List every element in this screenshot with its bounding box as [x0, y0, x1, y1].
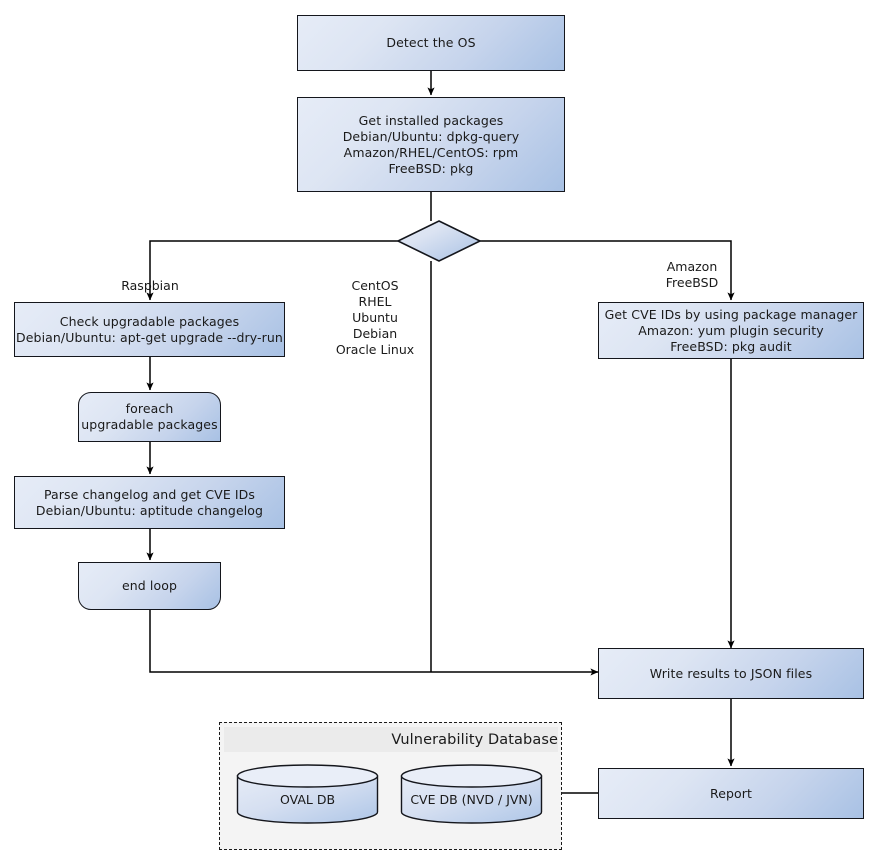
node-write-results-label: Write results to JSON files — [649, 665, 813, 681]
node-get-cve-ids[interactable]: Get CVE IDs by using package manager Ama… — [598, 302, 864, 359]
node-get-installed-packages-label: Get installed packages Debian/Ubuntu: dp… — [342, 112, 520, 176]
node-detect-os-label: Detect the OS — [386, 35, 476, 50]
node-end-loop-label: end loop — [121, 578, 178, 593]
group-vulnerability-database-title: Vulnerability Database — [391, 731, 558, 748]
edge-endloop-to-write — [149, 610, 599, 676]
node-parse-changelog[interactable]: Parse changelog and get CVE IDs Debian/U… — [14, 476, 285, 529]
node-check-upgradable-packages[interactable]: Check upgradable packages Debian/Ubuntu:… — [14, 302, 285, 357]
branch-label-center: CentOS RHEL Ubuntu Debian Oracle Linux — [320, 262, 430, 358]
node-report[interactable]: Report — [598, 768, 864, 819]
node-parse-changelog-label: Parse changelog and get CVE IDs Debian/U… — [35, 486, 264, 518]
db-oval[interactable]: OVAL DB — [236, 764, 379, 824]
node-write-results[interactable]: Write results to JSON files — [598, 648, 864, 699]
node-get-installed-packages[interactable]: Get installed packages Debian/Ubuntu: dp… — [297, 97, 565, 192]
branch-label-center-text: CentOS RHEL Ubuntu Debian Oracle Linux — [335, 278, 415, 357]
node-foreach-loop-start[interactable]: foreach upgradable packages — [78, 392, 221, 442]
branch-label-left-text: Raspbian — [121, 278, 179, 293]
node-foreach-loop-start-label: foreach upgradable packages — [81, 401, 218, 432]
branch-label-right: Amazon FreeBSD — [642, 243, 742, 291]
branch-label-left: Raspbian — [70, 262, 230, 294]
db-cve[interactable]: CVE DB (NVD / JVN) — [400, 764, 543, 824]
node-check-upgradable-packages-label: Check upgradable packages Debian/Ubuntu:… — [16, 313, 283, 345]
node-get-cve-ids-label: Get CVE IDs by using package manager Ama… — [604, 306, 858, 354]
db-cve-shape — [400, 764, 543, 824]
branch-label-right-text: Amazon FreeBSD — [665, 259, 719, 290]
decision-diamond-shape — [396, 220, 482, 262]
node-detect-os[interactable]: Detect the OS — [297, 15, 565, 71]
db-oval-shape — [236, 764, 379, 824]
node-end-loop[interactable]: end loop — [78, 562, 221, 610]
node-report-label: Report — [709, 785, 753, 801]
node-os-decision[interactable] — [396, 219, 482, 263]
group-vulnerability-database-title-band: Vulnerability Database — [224, 727, 558, 752]
